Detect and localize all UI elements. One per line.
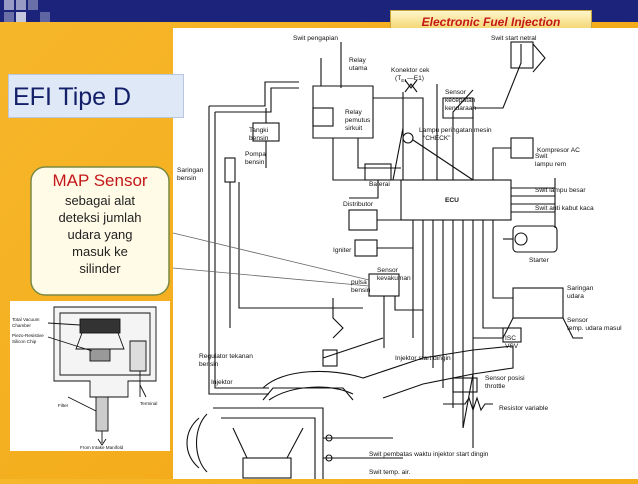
label-vacuum-sensor-2: kevakuman: [377, 275, 411, 282]
label-brake-lamp-switch-2: lampu rem: [535, 161, 567, 168]
label-pressure-regulator: Regulator tekanan: [199, 353, 253, 360]
callout-text: MAP Sensor sebagai alat deteksi jumlah u…: [34, 170, 166, 277]
label-igniter: Igniter: [333, 247, 352, 254]
inset-label-silicon-chip-2: Silicon Chip: [12, 339, 37, 344]
label-fuel-filter-2: bensin: [177, 175, 197, 182]
label-speed-sensor-2: kecepatan: [445, 97, 476, 104]
callout-bubble: [30, 166, 170, 296]
label-relay-main: Relay: [349, 57, 367, 64]
inset-label-terminal: Terminal: [140, 401, 157, 406]
label-pulsation-damper: pulsa: [351, 279, 367, 286]
label-start-injector-time-switch: Swit pembatas waktu injektor start dingi…: [369, 451, 489, 458]
callout-line-5: silinder: [79, 261, 121, 276]
subtitle-efi-type: EFI Tipe D: [8, 74, 184, 118]
label-ecu: ECU: [445, 197, 459, 204]
label-water-temp-switch: Swit temp. air.: [369, 469, 411, 476]
label-isc-vsv-2: VSV: [505, 343, 519, 350]
label-throttle-sensor-2: throttle: [485, 383, 505, 390]
label-intake-temp-sensor: Sensor: [567, 317, 589, 324]
label-pressure-regulator-2: bensin: [199, 361, 219, 368]
schematic-svg: Swit pengapian Swit start netral Relay u…: [172, 35, 622, 479]
label-rear-defog-switch: Swit anti kabut kaca: [535, 205, 594, 212]
label-fuel-tank-2: bensin: [249, 135, 269, 142]
efi-schematic-diagram: Swit pengapian Swit start netral Relay u…: [172, 28, 638, 479]
relay-main-box: [312, 85, 374, 139]
callout-line-2: deteksi jumlah: [58, 210, 142, 225]
label-check-terminals: (TE1—E1): [395, 75, 424, 84]
inset-label-vacuum-chamber-2: Chamber: [12, 323, 31, 328]
label-circuit-relay: Relay: [345, 109, 363, 116]
label-throttle-sensor: Sensor posisi: [485, 375, 525, 382]
label-air-filter: Saringan: [567, 285, 594, 292]
ecu-box: [400, 179, 512, 221]
label-air-filter-2: udara: [567, 293, 584, 300]
label-brake-lamp-switch: Swit: [535, 153, 548, 160]
label-cold-start-injector: Injektor start dingin: [395, 355, 451, 362]
label-switch-start-neutral: Swit start netral: [491, 35, 537, 42]
label-check-connector: Konektor cek: [391, 67, 430, 74]
map-sensor-svg: Total Vacuum Chamber Piezo-Resistive Sil…: [12, 306, 157, 450]
callout-line-4: masuk ke: [72, 244, 128, 259]
label-fuel-filter: Saringan: [177, 167, 204, 174]
label-intake-temp-sensor-2: temp. udara masul: [567, 325, 622, 332]
inset-label-filter: Filter: [58, 403, 69, 408]
decorative-squares: [4, 0, 64, 28]
label-fuel-pump: Pompa: [245, 151, 266, 158]
label-check-lamp: Lampu peringatan mesin: [419, 127, 492, 134]
map-sensor-inset: Total Vacuum Chamber Piezo-Resistive Sil…: [10, 301, 170, 451]
label-speed-sensor: Sensor: [445, 89, 467, 96]
label-isc-vsv: ISC: [505, 335, 516, 342]
inset-label-vacuum-chamber: Total Vacuum: [12, 317, 40, 322]
label-headlamp-switch: Swit lampu besar: [535, 187, 586, 194]
label-switch-ignition: Swit pengapian: [293, 35, 338, 42]
label-variable-resistor: Resistor variable: [499, 405, 548, 412]
label-injector: Injektor: [211, 379, 233, 386]
label-vacuum-sensor: Sensor: [377, 267, 399, 274]
label-fuel-tank: Tangki: [249, 127, 269, 134]
callout-line-1: sebagai alat: [64, 193, 136, 208]
label-battery: Baterai: [369, 181, 390, 188]
inset-label-silicon-chip: Piezo-Resistive: [12, 333, 44, 338]
label-distributor: Distributor: [343, 201, 374, 208]
label-relay-main-2: utama: [349, 65, 368, 72]
label-speed-sensor-3: kendaraan: [445, 105, 476, 112]
inset-label-intake-manifold: From Intake Manifold: [80, 445, 124, 450]
callout-title: MAP Sensor: [52, 171, 148, 190]
callout-line-3: udara yang: [67, 227, 133, 242]
label-check-lamp-2: “CHECK”: [423, 135, 450, 142]
label-circuit-relay-3: sirkuit: [345, 125, 362, 132]
label-pulsation-damper-2: bensin: [351, 287, 371, 294]
label-circuit-relay-2: pemutus: [345, 117, 371, 124]
label-ac-compressor: Kompresor AC: [537, 147, 580, 154]
label-starter: Starter: [529, 257, 550, 264]
label-fuel-pump-2: bensin: [245, 159, 265, 166]
